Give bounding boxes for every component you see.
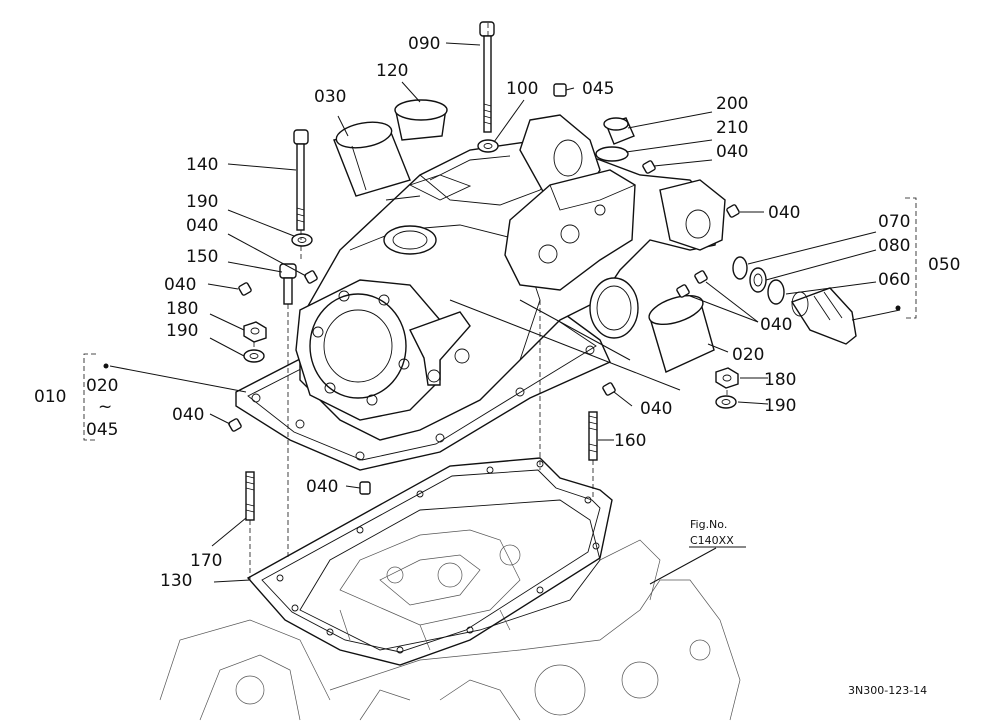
oil-pan-interior <box>299 499 601 651</box>
gasket-130 <box>246 457 613 666</box>
label-150: 150 <box>186 247 218 267</box>
callout-labels: 090 120 030 100 045 200 210 040 140 190 … <box>34 34 960 591</box>
stud-160 <box>588 411 598 461</box>
label-190-b: 190 <box>166 321 198 341</box>
washer-190-middle <box>243 349 265 363</box>
figure-reference: Fig.No. C140XX <box>689 518 746 548</box>
plug-045 <box>553 83 567 97</box>
label-210: 210 <box>716 118 748 138</box>
label-040-c: 040 <box>768 203 800 223</box>
label-190-a: 190 <box>186 192 218 212</box>
label-140: 140 <box>186 155 218 175</box>
label-010: 010 <box>34 387 66 407</box>
label-120: 120 <box>376 61 408 81</box>
label-020: 020 <box>732 345 764 365</box>
label-030: 030 <box>314 87 346 107</box>
label-070: 070 <box>878 212 910 232</box>
label-040-g: 040 <box>172 405 204 425</box>
label-040-b: 040 <box>186 216 218 236</box>
nut-180-left <box>243 321 267 343</box>
plugs-040 <box>228 160 740 495</box>
label-040-e: 040 <box>760 315 792 335</box>
washer-190-right <box>715 395 737 409</box>
figure-ref-line2: C140XX <box>690 534 734 547</box>
drawing-code: 3N300-123-14 <box>848 684 927 697</box>
label-040-f: 040 <box>640 399 672 419</box>
relief-valve-050 <box>790 287 857 345</box>
label-180-b: 180 <box>764 370 796 390</box>
label-160: 160 <box>614 431 646 451</box>
leader-lines <box>109 42 901 585</box>
label-190-c: 190 <box>764 396 796 416</box>
bracket-050 <box>895 197 917 319</box>
washer-080 <box>749 267 767 293</box>
label-080: 080 <box>878 236 910 256</box>
label-045-group: 045 <box>86 420 118 440</box>
label-060: 060 <box>878 270 910 290</box>
label-200: 200 <box>716 94 748 114</box>
oring-060 <box>767 279 785 305</box>
label-100: 100 <box>506 79 538 99</box>
label-040-a: 040 <box>716 142 748 162</box>
washer-100 <box>477 139 499 153</box>
bolt-090 <box>479 21 495 133</box>
label-040-d: 040 <box>164 275 196 295</box>
oring-070 <box>732 256 748 280</box>
label-090: 090 <box>408 34 440 54</box>
bolt-150 <box>279 263 297 305</box>
label-040-h: 040 <box>306 477 338 497</box>
label-020-group: 020 <box>86 376 118 396</box>
front-cover-assembly <box>295 279 471 421</box>
washer-190-left <box>291 233 313 247</box>
bushing-020 <box>648 294 715 373</box>
nut-180-right <box>715 367 739 389</box>
stud-170 <box>245 471 255 521</box>
alignment-lines <box>249 22 728 580</box>
cap-120 <box>394 99 448 141</box>
bolt-140 <box>293 129 309 231</box>
label-tilde: ~ <box>98 397 112 417</box>
plug-200 <box>603 117 635 145</box>
label-050: 050 <box>928 255 960 275</box>
label-045: 045 <box>582 79 614 99</box>
label-180-a: 180 <box>166 299 198 319</box>
engine-block-background <box>159 539 741 721</box>
oring-210 <box>595 146 629 162</box>
figure-ref-line1: Fig.No. <box>690 518 727 531</box>
label-170: 170 <box>190 551 222 571</box>
label-130: 130 <box>160 571 192 591</box>
bracket-010 <box>83 353 109 441</box>
bushing-030 <box>333 121 411 197</box>
